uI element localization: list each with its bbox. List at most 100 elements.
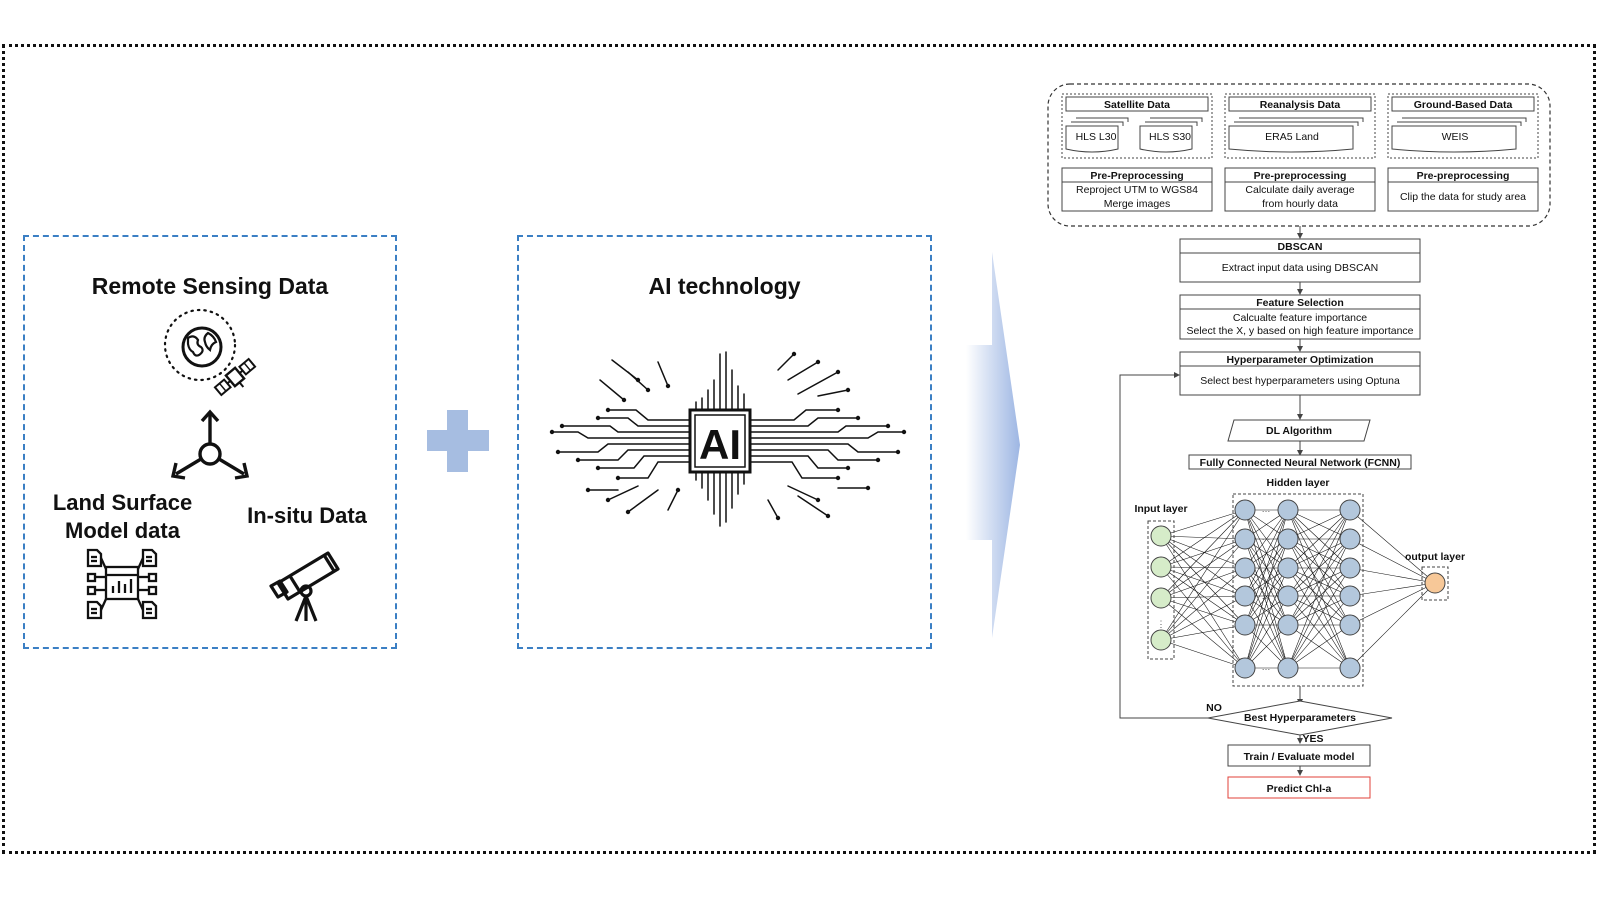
- nn-edge: [1160, 566, 1246, 669]
- workflow-diagram: Satellite Data HLS L30 HLS S30 Pre-Prepr…: [1047, 83, 1551, 799]
- svg-text:DL Algorithm: DL Algorithm: [1266, 425, 1332, 437]
- land-surface-label: Land Surface Model data: [52, 490, 193, 543]
- svg-text:HLS L30: HLS L30: [1076, 131, 1117, 143]
- nn-edge: [1287, 567, 1351, 669]
- nn-edge: [1160, 639, 1246, 669]
- svg-text:NO: NO: [1206, 702, 1222, 714]
- nn-edge: [1160, 597, 1246, 626]
- svg-text:Hyperparameter Optimization: Hyperparameter Optimization: [1226, 354, 1373, 366]
- nn-edge: [1160, 624, 1246, 641]
- train-evaluate-box: [1227, 744, 1371, 767]
- nn-edge: [1244, 509, 1289, 626]
- nn-edge: [1287, 595, 1351, 669]
- nn-edge: [1287, 509, 1351, 569]
- nn-edge: [1349, 582, 1436, 669]
- nn-edge: [1244, 567, 1289, 669]
- input-node: [1150, 525, 1172, 547]
- fcnn-title-box: [1188, 454, 1412, 470]
- nn-edge: [1287, 538, 1351, 569]
- hidden-node: [1339, 585, 1361, 607]
- nn-edge: [1349, 567, 1436, 584]
- svg-text:…: …: [1262, 662, 1271, 672]
- svg-text:DBSCAN: DBSCAN: [1278, 241, 1323, 253]
- nn-edge: [1160, 567, 1246, 641]
- hyperparameter-box: [1179, 351, 1421, 396]
- ai-chip-label: AI: [699, 421, 741, 468]
- svg-text:Extract input data using DBSCA: Extract input data using DBSCAN: [1222, 262, 1378, 274]
- three-arrows-hub-icon: [170, 409, 250, 480]
- nn-edge: [1287, 624, 1351, 669]
- svg-text:Select best hyperparameters us: Select best hyperparameters using Optuna: [1200, 375, 1400, 387]
- nn-edge: [1160, 566, 1246, 626]
- hidden-node: [1277, 657, 1299, 679]
- svg-text:HLS S30: HLS S30: [1149, 131, 1191, 143]
- svg-text:ERA5 Land: ERA5 Land: [1265, 131, 1319, 143]
- nn-edge: [1287, 567, 1351, 626]
- plus-icon: [427, 410, 489, 472]
- hidden-node: [1234, 528, 1256, 550]
- svg-text:Calculate daily average: Calculate daily average: [1245, 184, 1354, 196]
- input-node: [1150, 556, 1172, 578]
- hidden-node: [1339, 499, 1361, 521]
- nn-edge: [1287, 509, 1351, 626]
- svg-text:Reproject UTM to WGS84: Reproject UTM to WGS84: [1076, 184, 1198, 196]
- svg-text:Pre-Preprocessing: Pre-Preprocessing: [1090, 170, 1183, 182]
- hidden-node: [1234, 499, 1256, 521]
- svg-text:Predict Chl-a: Predict Chl-a: [1267, 783, 1332, 795]
- dl-algorithm-box: [1227, 419, 1371, 442]
- nn-edge: [1244, 509, 1289, 569]
- nn-edge: [1160, 566, 1246, 597]
- svg-text:Select the X, y based on high: Select the X, y based on high feature im…: [1186, 325, 1413, 337]
- ai-technology-panel: [517, 235, 932, 649]
- satellite-earth-icon: [163, 308, 257, 397]
- hidden-node: [1234, 614, 1256, 636]
- ai-technology-title: AI technology: [648, 273, 801, 299]
- nn-edge: [1160, 535, 1246, 597]
- svg-text:output layer: output layer: [1405, 551, 1465, 563]
- svg-text:Fully Connected Neural Network: Fully Connected Neural Network (FCNN): [1200, 457, 1401, 469]
- nn-edge: [1287, 509, 1351, 669]
- predict-chla-box: [1227, 776, 1371, 799]
- svg-text:Merge images: Merge images: [1104, 198, 1171, 210]
- big-right-arrow: [966, 252, 1020, 638]
- dbscan-box: [1179, 238, 1421, 283]
- svg-text:from hourly data: from hourly data: [1262, 198, 1338, 210]
- svg-text:Reanalysis Data: Reanalysis Data: [1260, 99, 1341, 111]
- nn-edge: [1287, 538, 1351, 669]
- remote-sensing-title: Remote Sensing Data: [91, 273, 329, 299]
- hidden-node: [1339, 528, 1361, 550]
- telescope-icon: [269, 551, 340, 622]
- hidden-node: [1234, 585, 1256, 607]
- svg-text:Best Hyperparameters: Best Hyperparameters: [1244, 712, 1356, 724]
- hidden-node: [1339, 657, 1361, 679]
- source-ground: [1387, 93, 1539, 212]
- nn-edge: [1287, 595, 1351, 626]
- decision-diamond: [1207, 700, 1393, 736]
- nn-edge: [1349, 582, 1436, 597]
- svg-text:Calcualte feature importance: Calcualte feature importance: [1233, 312, 1367, 324]
- nn-edge: [1160, 595, 1246, 641]
- nn-edge: [1244, 538, 1289, 626]
- nn-edge: [1160, 535, 1246, 669]
- svg-text:Clip the data for study area: Clip the data for study area: [1400, 191, 1526, 203]
- svg-text:Pre-preprocessing: Pre-preprocessing: [1417, 170, 1510, 182]
- svg-text:…: …: [1262, 532, 1271, 542]
- svg-text:Pre-preprocessing: Pre-preprocessing: [1254, 170, 1347, 182]
- svg-text:…: …: [1262, 504, 1271, 514]
- nn-edge: [1160, 535, 1246, 626]
- svg-text:Input layer: Input layer: [1134, 503, 1187, 515]
- nn-edge: [1160, 595, 1246, 599]
- remote-sensing-panel: [23, 235, 397, 649]
- nn-edge: [1287, 509, 1351, 540]
- nn-edge: [1160, 535, 1246, 540]
- model-data-icon: [86, 548, 158, 620]
- svg-text:Feature Selection: Feature Selection: [1256, 297, 1344, 309]
- input-node: [1150, 629, 1172, 651]
- nn-edge: [1287, 509, 1351, 597]
- nn-edge: [1349, 582, 1436, 626]
- nn-edge: [1349, 509, 1436, 584]
- nn-edge: [1160, 509, 1246, 568]
- svg-text:Hidden layer: Hidden layer: [1266, 477, 1329, 489]
- source-satellite: [1061, 93, 1213, 212]
- hidden-node: [1234, 557, 1256, 579]
